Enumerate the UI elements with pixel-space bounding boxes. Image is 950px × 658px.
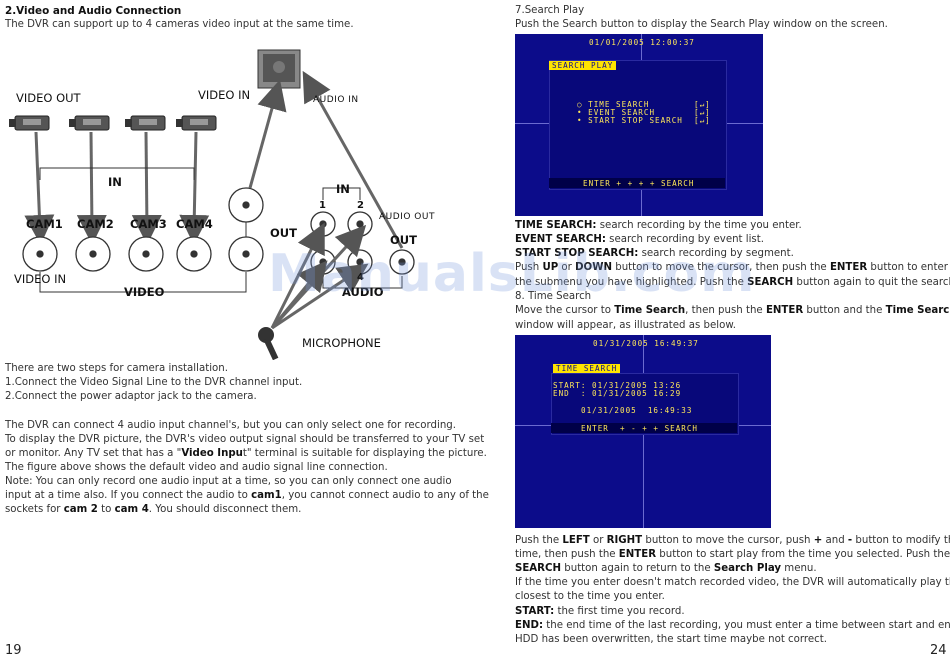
para-line-5: Note: You can only record one audio inpu… (5, 476, 452, 487)
steps-intro: There are two steps for camera installat… (5, 363, 228, 374)
screen2-title: TIME SEARCH (553, 364, 621, 373)
label-audio-in-top: AUDIO IN (313, 95, 359, 105)
end-desc: END: the end time of the last recording,… (515, 620, 950, 631)
label-cam2: CAM2 (77, 217, 114, 231)
step-2: 2.Connect the power adaptor jack to the … (5, 391, 257, 402)
label-cam1: CAM1 (26, 217, 63, 231)
return-search-play-line: SEARCH button again to return to the Sea… (515, 563, 817, 574)
screen1-title: SEARCH PLAY (549, 61, 617, 70)
time-search-desc: TIME SEARCH: search recording by the tim… (515, 220, 802, 231)
label-audio-bar: AUDIO (342, 285, 384, 299)
label-out-video: OUT (270, 226, 297, 240)
search-play-screen: 01/01/2005 12:00:37 SEARCH PLAY ○ TIME S… (515, 34, 763, 216)
para-line-3: or monitor. Any TV set that has a "Video… (5, 448, 487, 459)
screen2-current[interactable]: 01/31/2005 16:49:33 (581, 406, 693, 415)
push-up-down-line: Push UP or DOWN button to move the curso… (515, 262, 948, 273)
label-audio-out: AUDIO OUT (379, 212, 435, 222)
screen2-footer: ENTER + - + + SEARCH (581, 424, 699, 433)
para-line-2: To display the DVR picture, the DVR's vi… (5, 434, 485, 445)
start-stop-search-desc: START STOP SEARCH: search recording by s… (515, 248, 794, 259)
para-line-6: input at a time also. If you connect the… (5, 490, 489, 501)
label-video-in-top: VIDEO IN (198, 88, 251, 102)
label-cam4: CAM4 (176, 217, 213, 231)
screen2-end: END : 01/31/2005 16:29 (553, 389, 682, 398)
label-audio-4: 4 (357, 272, 364, 283)
time-search-screen: 01/31/2005 16:49:37 TIME SEARCH START: 0… (515, 335, 771, 528)
label-microphone: MICROPHONE (302, 336, 381, 350)
watermark: ManualsLib.com (268, 244, 756, 304)
para-line-1: The DVR can connect 4 audio input channe… (5, 420, 456, 431)
screen1-datetime: 01/01/2005 12:00:37 (589, 38, 695, 47)
label-in-audio: IN (336, 182, 350, 196)
screen1-item-2[interactable]: • EVENT SEARCH [↵] (577, 108, 711, 117)
tv-icon (257, 49, 301, 89)
label-in-video: IN (108, 175, 122, 189)
screen1-footer: ENTER + + + + SEARCH (583, 179, 695, 188)
camera-icons (9, 115, 217, 131)
mismatch-line-2: closest to the time you enter. (515, 591, 665, 602)
label-video-bar: VIDEO (124, 285, 165, 299)
hdd-overwrite-line: HDD has been overwritten, the start time… (515, 634, 827, 645)
right-heading: 7.Search Play (515, 5, 585, 16)
page-number-right: 24 (930, 643, 947, 658)
start-desc: START: the first time you record. (515, 606, 685, 617)
submenu-line: the submenu you have highlighted. Push t… (515, 277, 950, 288)
para-line-7: sockets for cam 2 to cam 4. You should d… (5, 504, 302, 515)
left-intro: The DVR can support up to 4 cameras vide… (5, 19, 354, 30)
mismatch-line-1: If the time you enter doesn't match reco… (515, 577, 950, 588)
page-number-left: 19 (5, 643, 22, 658)
left-heading: 2.Video and Audio Connection (5, 5, 182, 17)
screen2-start: START: 01/31/2005 13:26 (553, 381, 682, 390)
push-left-right-line: Push the LEFT or RIGHT button to move th… (515, 535, 950, 546)
step-1: 1.Connect the Video Signal Line to the D… (5, 377, 303, 388)
event-search-desc: EVENT SEARCH: search recording by event … (515, 234, 764, 245)
screen2-datetime: 01/31/2005 16:49:37 (593, 339, 699, 348)
label-out-audio: OUT (390, 233, 417, 247)
microphone-icon (258, 327, 279, 360)
time-search-heading: 8. Time Search (515, 291, 592, 302)
start-play-line: time, then push the ENTER button to star… (515, 549, 950, 560)
connection-diagram-lines (9, 49, 415, 360)
window-appear-line: window will appear, as illustrated as be… (515, 320, 736, 331)
label-audio-2: 2 (357, 200, 364, 211)
label-video-out: VIDEO OUT (16, 91, 81, 105)
screen1-item-1[interactable]: ○ TIME SEARCH [↵] (577, 100, 711, 109)
label-audio-1: 1 (319, 200, 326, 211)
label-cam3: CAM3 (130, 217, 167, 231)
right-intro: Push the Search button to display the Se… (515, 19, 888, 30)
label-video-in-bottom: VIDEO IN (14, 272, 67, 286)
connection-diagram: VIDEO OUT VIDEO IN AUDIO IN IN CAM1 CAM2… (0, 40, 500, 360)
para-line-4: The figure above shows the default video… (5, 462, 388, 473)
move-cursor-line: Move the cursor to Time Search, then pus… (515, 305, 950, 316)
screen1-item-3[interactable]: • START STOP SEARCH [↵] (577, 116, 711, 125)
